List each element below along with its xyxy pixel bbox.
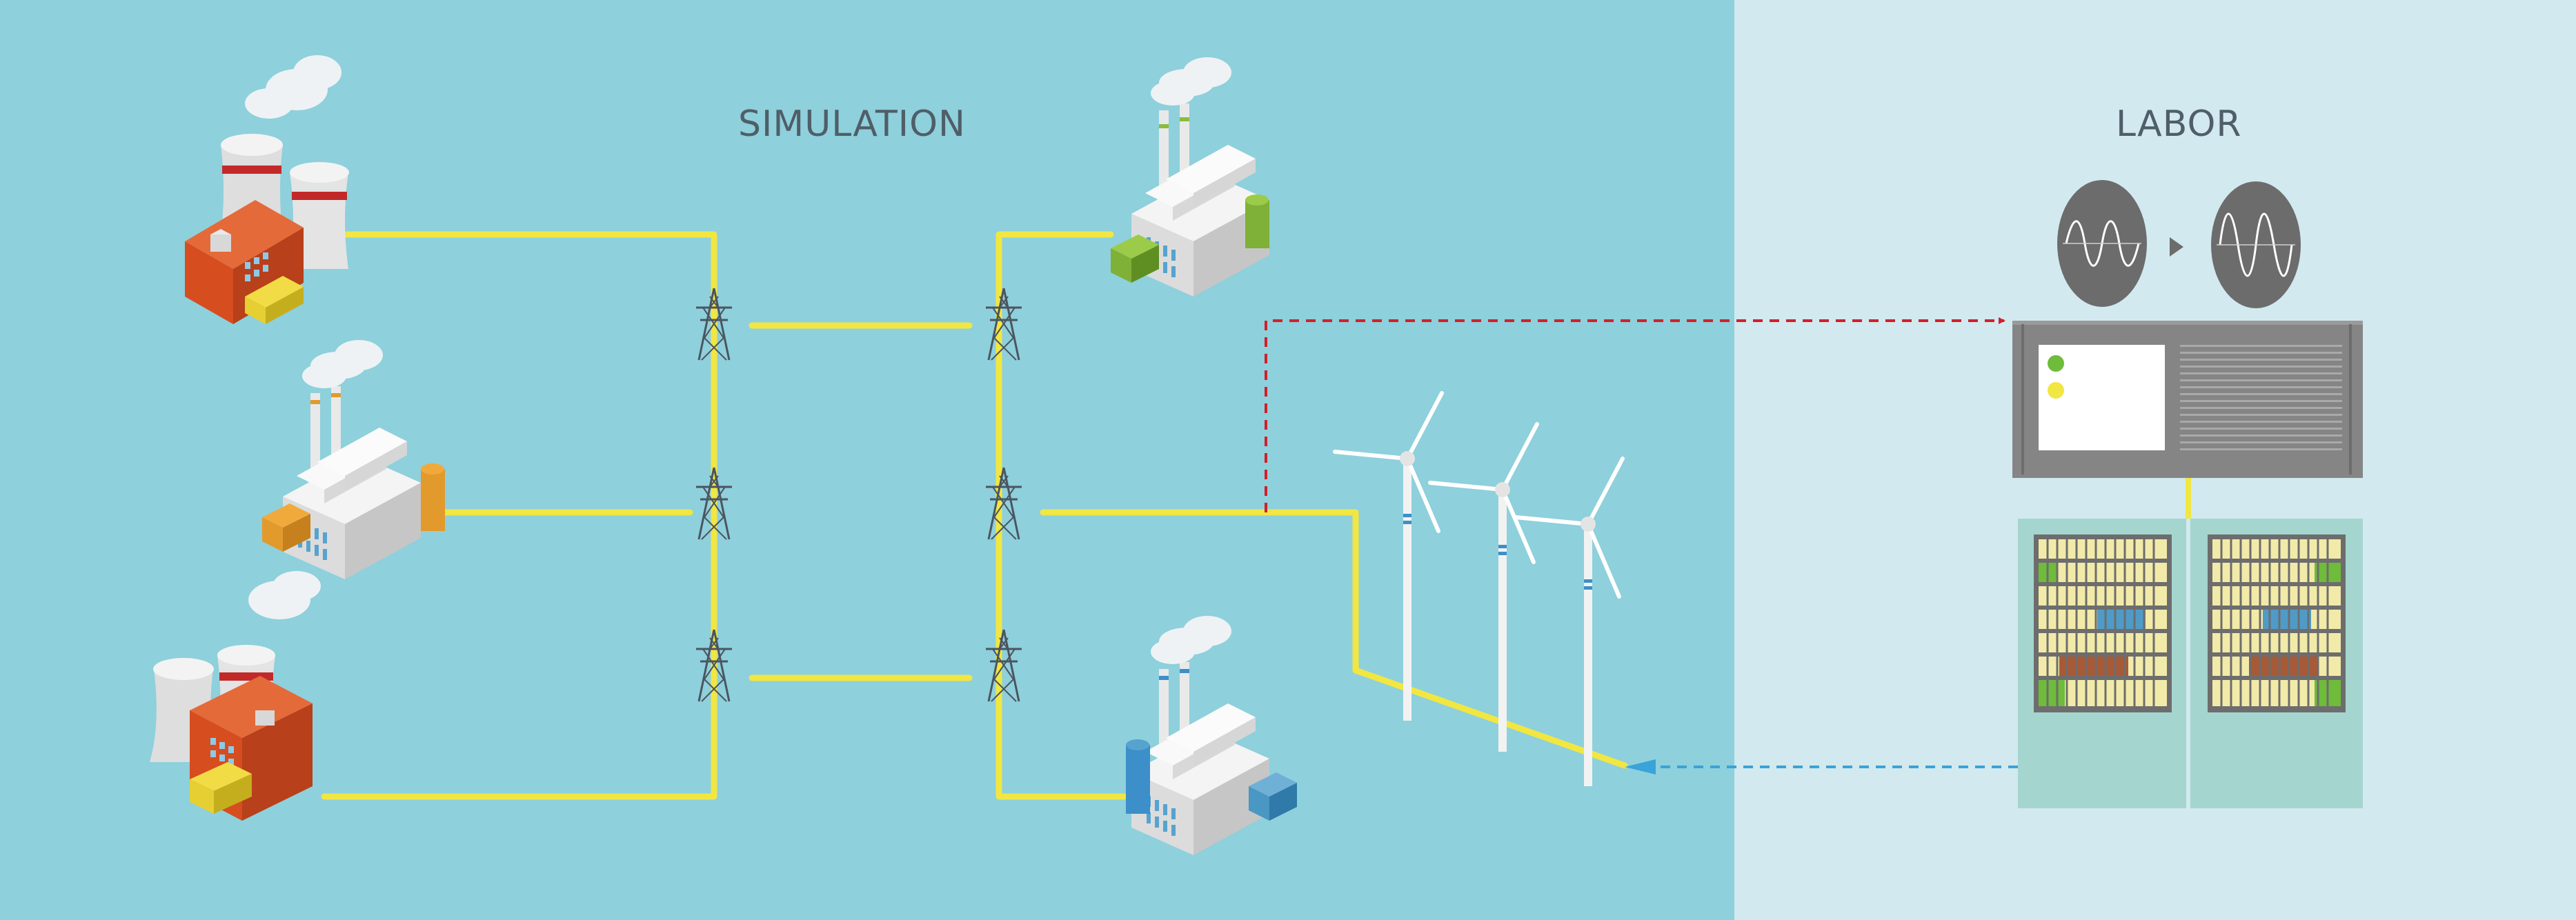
wind-turbine-icon xyxy=(1335,393,1442,721)
control-cabinet-icon xyxy=(2018,519,2363,808)
line-plant1-busA xyxy=(321,231,717,800)
signal-arrows xyxy=(1265,317,2018,774)
power-amplifier-icon xyxy=(2012,321,2363,478)
transmission-tower-icon xyxy=(984,628,1023,703)
transmission-tower-icon xyxy=(984,287,1023,361)
vent-grille xyxy=(2180,345,2342,450)
simulation-title: SIMULATION xyxy=(738,103,966,145)
cabinet-rack-left xyxy=(2034,534,2172,712)
nuclear-power-plant-icon xyxy=(185,55,349,324)
cabinet-rack-right xyxy=(2208,534,2346,712)
wind-turbine-icon xyxy=(1516,459,1623,786)
play-icon xyxy=(2170,237,2183,257)
factory-icon xyxy=(1126,616,1297,855)
status-led-green xyxy=(2048,355,2064,372)
power-lines xyxy=(321,231,1628,800)
status-led-yellow xyxy=(2048,382,2064,399)
nuclear-power-plant-icon xyxy=(150,571,321,821)
line-busB-windfarm xyxy=(1040,509,1628,769)
wind-farm xyxy=(1335,393,1623,786)
factory-icon xyxy=(1111,57,1269,297)
signal-out-arrow xyxy=(1265,317,2005,512)
labor-title: LABOR xyxy=(2116,103,2242,145)
transmission-towers xyxy=(695,287,1023,703)
factory-icon xyxy=(262,340,445,579)
line-factory-top-busB xyxy=(995,231,1128,800)
transmission-tower-icon xyxy=(984,466,1023,541)
signal-in-arrowhead xyxy=(1625,759,1656,774)
waveform-comparison xyxy=(2057,180,2301,308)
